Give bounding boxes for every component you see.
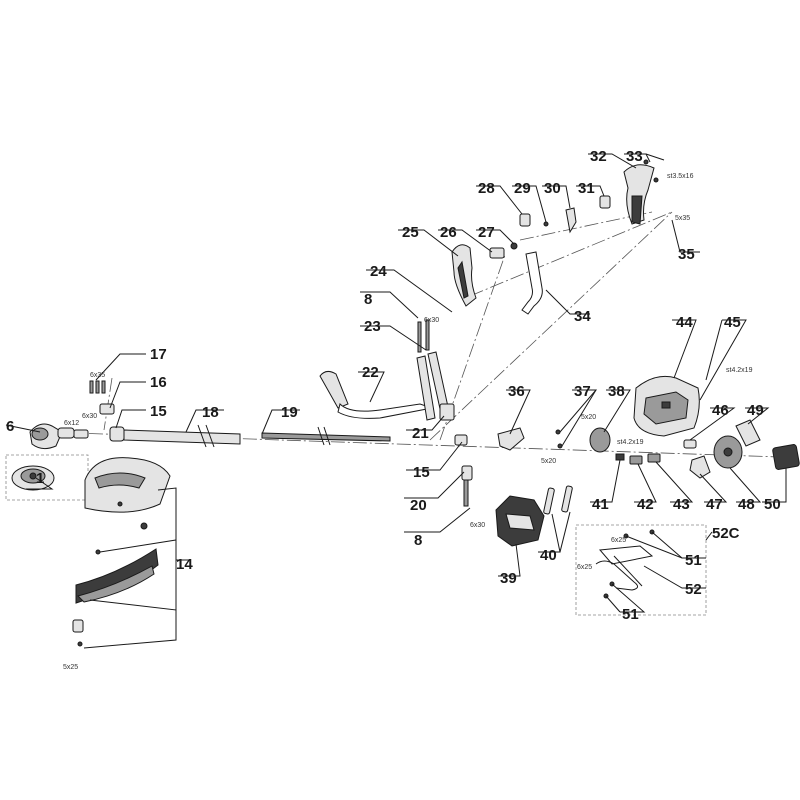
callout-number-39: 39: [500, 570, 517, 587]
callout-number-46: 46: [712, 402, 729, 419]
callout-number-26: 26: [440, 224, 457, 241]
guard-part: [72, 457, 171, 647]
engine-part: [633, 375, 700, 437]
small-parts: [615, 453, 661, 465]
callout-number-49: 49: [747, 402, 764, 419]
front-handle-part: [319, 370, 434, 419]
part-graphics: [5, 159, 800, 647]
callout-number-24: 24: [370, 263, 387, 280]
callout-number-52c: 52C: [712, 525, 740, 542]
callout-number-50: 50: [764, 496, 781, 513]
fastener-spec-label: 6x12: [64, 420, 79, 427]
bracket-part: [454, 434, 473, 507]
fastener-spec-label: 6x30: [82, 413, 97, 420]
callout-number-16: 16: [150, 374, 167, 391]
callout-number-15: 15: [413, 464, 430, 481]
spool-head-part: [5, 454, 89, 501]
callout-number-8: 8: [364, 291, 372, 308]
callout-number-22: 22: [362, 364, 379, 381]
fastener-spec-label: 6x35: [90, 372, 105, 379]
fastener-spec-label: 6x25: [611, 537, 626, 544]
callout-number-47: 47: [706, 496, 723, 513]
clamp-part: [89, 380, 125, 442]
grip-part: [451, 244, 477, 307]
callout-number-19: 19: [281, 404, 298, 421]
leader-lines: [5, 153, 787, 649]
callout-number-8: 8: [414, 532, 422, 549]
callout-number-17: 17: [150, 346, 167, 363]
callout-number-21: 21: [412, 425, 429, 442]
callout-number-6: 6: [6, 418, 14, 435]
fastener-spec-label: 6x30: [424, 317, 439, 324]
callout-number-36: 36: [508, 383, 525, 400]
callout-number-31: 31: [578, 180, 595, 197]
callout-number-27: 27: [478, 224, 495, 241]
callout-number-1: 1: [36, 470, 44, 487]
fastener-spec-label: st4.2x19: [617, 439, 644, 446]
callout-number-51: 51: [685, 552, 702, 569]
callout-number-32: 32: [590, 148, 607, 165]
starter-part: [683, 419, 800, 479]
fastener-spec-label: 5x20: [581, 414, 596, 421]
drive-shaft-part: [261, 426, 391, 446]
harness-part: [575, 524, 707, 616]
callout-number-37: 37: [574, 383, 591, 400]
callout-number-43: 43: [673, 496, 690, 513]
callout-number-15: 15: [150, 403, 167, 420]
callout-number-42: 42: [637, 496, 654, 513]
fastener-spec-label: 5x20: [541, 458, 556, 465]
fastener-spec-label: 6x25: [577, 564, 592, 571]
callout-number-38: 38: [608, 383, 625, 400]
callout-number-18: 18: [202, 404, 219, 421]
cover-part: [497, 427, 525, 451]
callout-number-34: 34: [574, 308, 591, 325]
callout-number-41: 41: [592, 496, 609, 513]
fastener-spec-label: 5x35: [675, 215, 690, 222]
fastener-spec-label: 6x30: [470, 522, 485, 529]
fastener-spec-label: 5x25: [63, 664, 78, 671]
callout-number-20: 20: [410, 497, 427, 514]
callout-number-35: 35: [678, 246, 695, 263]
callout-number-23: 23: [364, 318, 381, 335]
fastener-spec-label: st4.2x19: [726, 367, 753, 374]
gear-head-part: [29, 423, 89, 450]
fastener-spec-label: st3.5x16: [667, 173, 694, 180]
shaft-tube-part: [123, 424, 241, 448]
fuel-tank-part: [495, 495, 545, 547]
bent-tube-part: [521, 251, 543, 315]
callout-number-14: 14: [176, 556, 193, 573]
callout-number-25: 25: [402, 224, 419, 241]
trigger-parts: [489, 195, 611, 259]
rear-handle-part: [623, 159, 659, 225]
callout-number-48: 48: [738, 496, 755, 513]
callout-number-52: 52: [685, 581, 702, 598]
callout-number-29: 29: [514, 180, 531, 197]
callout-number-51: 51: [622, 606, 639, 623]
callout-number-44: 44: [676, 314, 693, 331]
callout-number-28: 28: [478, 180, 495, 197]
fastener-spec-labels: 6x356x306x126x306x305x25st3.5x165x355x20…: [63, 173, 753, 671]
callout-number-45: 45: [724, 314, 741, 331]
callout-number-33: 33: [626, 148, 643, 165]
fuel-line-part: [543, 485, 573, 515]
callout-number-40: 40: [540, 547, 557, 564]
clutch-part: [555, 427, 611, 453]
callout-number-30: 30: [544, 180, 561, 197]
